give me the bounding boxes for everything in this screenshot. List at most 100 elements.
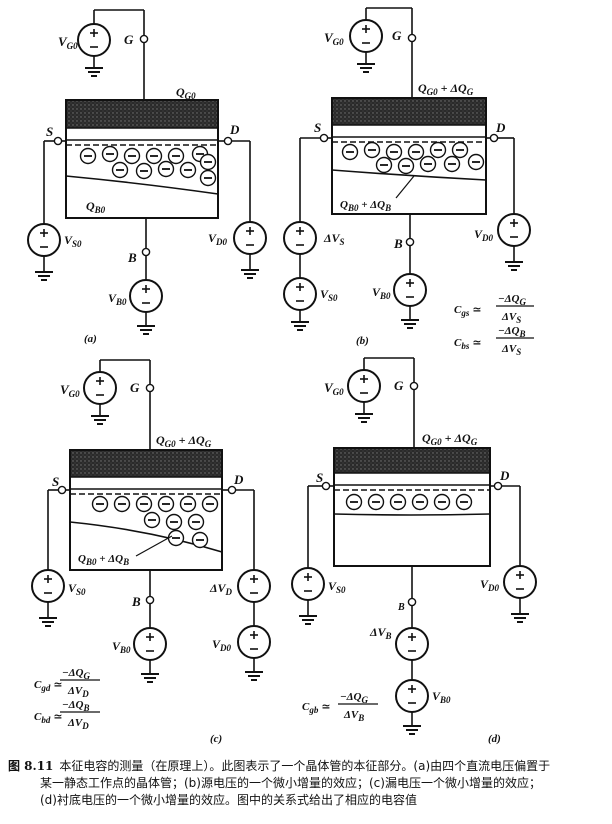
- panel-label-a: (a): [84, 333, 97, 345]
- panel-a: VG0 G QG0 QB0 S VS0 D VD0: [27, 9, 267, 345]
- vg0-source-icon: [83, 371, 117, 405]
- source-terminal: [57, 485, 67, 495]
- qb-increment-label: QB0 + ΔQB: [78, 553, 129, 567]
- drain-label: D: [229, 122, 240, 137]
- svg-text:Cbs≃: Cbs≃: [454, 337, 482, 351]
- source-label: S: [52, 474, 59, 489]
- vg0-source-icon: [77, 23, 111, 57]
- vg0-source-icon: [347, 369, 381, 403]
- ground-icon: [400, 319, 420, 329]
- gate-terminal: [145, 383, 155, 393]
- gate-terminal: [139, 34, 149, 44]
- svg-text:Cgs≃: Cgs≃: [454, 304, 482, 318]
- drain-terminal: [227, 485, 237, 495]
- svg-text:−ΔQB: −ΔQB: [62, 699, 90, 713]
- source-label: S: [46, 124, 53, 139]
- ground-icon: [38, 617, 58, 627]
- vb0-source-icon: [393, 273, 427, 307]
- panel-label-d: (d): [488, 733, 501, 745]
- delta-vd-label: ΔVD: [209, 581, 233, 597]
- gate-label: G: [392, 28, 402, 43]
- vs0-label: VS0: [320, 287, 338, 303]
- ground-icon: [298, 615, 318, 625]
- gate-label: G: [130, 380, 140, 395]
- vg0-source-icon: [349, 19, 383, 53]
- svg-text:ΔVS: ΔVS: [501, 343, 521, 357]
- gate-charge-region: [71, 451, 221, 477]
- body-label: B: [131, 594, 141, 609]
- body-terminal: [145, 595, 155, 605]
- svg-text:Cgb≃: Cgb≃: [302, 701, 331, 715]
- qb0-label: QB0: [86, 199, 106, 215]
- vs0-label: VS0: [64, 233, 82, 249]
- source-terminal: [53, 136, 63, 146]
- qg-increment-label: QG0 + ΔQG: [418, 81, 474, 97]
- ground-icon: [244, 671, 264, 681]
- gate-charge-region: [333, 99, 485, 125]
- gate-terminal: [407, 33, 417, 43]
- vg0-label: VG0: [324, 30, 344, 47]
- panel-c: VG0 G QG0 + ΔQG QB0 + ΔQB S VS0 D: [31, 359, 271, 745]
- vb0-source-icon: [129, 279, 163, 313]
- drain-label: D: [233, 472, 244, 487]
- panel-b: VG0 G QG0 + ΔQG QB0 + ΔQB S ΔVS VS0: [283, 7, 534, 357]
- qb-increment-label: QB0 + ΔQB: [340, 199, 391, 213]
- svg-text:ΔVD: ΔVD: [67, 685, 89, 699]
- formula-cgd: Cgd≃ −ΔQG ΔVD: [34, 667, 100, 699]
- ground-icon: [136, 325, 156, 335]
- svg-text:−ΔQG: −ΔQG: [340, 691, 369, 705]
- drain-label: D: [495, 120, 506, 135]
- ground-icon: [240, 269, 260, 279]
- ground-icon: [140, 673, 160, 683]
- ground-icon: [356, 63, 376, 73]
- formula-cbd: Cbd≃ −ΔQB ΔVD: [34, 699, 100, 731]
- body-label: B: [397, 602, 405, 613]
- svg-text:ΔVD: ΔVD: [67, 717, 89, 731]
- qg-increment-label: QG0 + ΔQG: [422, 431, 478, 447]
- formula-cgs: Cgs≃ −ΔQG ΔVS: [454, 293, 534, 325]
- figure-number: 图 8.11: [8, 759, 54, 773]
- svg-text:ΔVB: ΔVB: [343, 709, 364, 723]
- caption-line-2: 某一静态工作点的晶体管；(b)源电压的一个微小增量的效应；(c)漏电压一个微小增…: [40, 776, 541, 790]
- body-terminal: [405, 237, 415, 247]
- ground-icon: [504, 261, 524, 271]
- svg-text:ΔVS: ΔVS: [501, 311, 521, 325]
- vs0-source-icon: [27, 223, 61, 257]
- delta-vd-source-icon: [237, 569, 271, 603]
- svg-text:−ΔQG: −ΔQG: [62, 667, 91, 681]
- delta-vb-source-icon: [395, 627, 429, 661]
- vd0-label: VD0: [474, 227, 494, 243]
- ground-icon: [402, 725, 422, 735]
- panel-label-c: (c): [210, 733, 222, 745]
- vd0-label: VD0: [480, 577, 500, 593]
- vg0-label: VG0: [58, 34, 78, 51]
- body-terminal: [407, 597, 417, 607]
- vd0-source-icon: [233, 221, 267, 255]
- drain-terminal: [489, 133, 499, 143]
- ground-icon: [510, 613, 530, 623]
- source-terminal: [319, 133, 329, 143]
- gate-terminal: [409, 381, 419, 391]
- source-label: S: [316, 470, 323, 485]
- panel-label-b: (b): [356, 335, 369, 347]
- drain-terminal: [493, 481, 503, 491]
- vb0-label: VB0: [432, 689, 451, 705]
- vd0-label: VD0: [208, 231, 228, 247]
- vs0-label: VS0: [68, 581, 86, 597]
- body-label: B: [393, 236, 403, 251]
- vb0-label: VB0: [108, 291, 127, 307]
- delta-vs-label: ΔVS: [323, 231, 345, 247]
- ground-icon: [34, 271, 54, 281]
- svg-text:−ΔQG: −ΔQG: [498, 293, 527, 307]
- gate-label: G: [124, 32, 134, 47]
- vg0-label: VG0: [60, 382, 80, 399]
- ground-icon: [84, 67, 104, 77]
- vd0-source-icon: [237, 625, 271, 659]
- drain-terminal: [223, 136, 233, 146]
- body-label: B: [127, 250, 137, 265]
- vb0-label: VB0: [372, 285, 391, 301]
- vd0-label: VD0: [212, 637, 232, 653]
- figure-diagram: VG0 G QG0 QB0 S VS0 D VD0: [27, 7, 537, 745]
